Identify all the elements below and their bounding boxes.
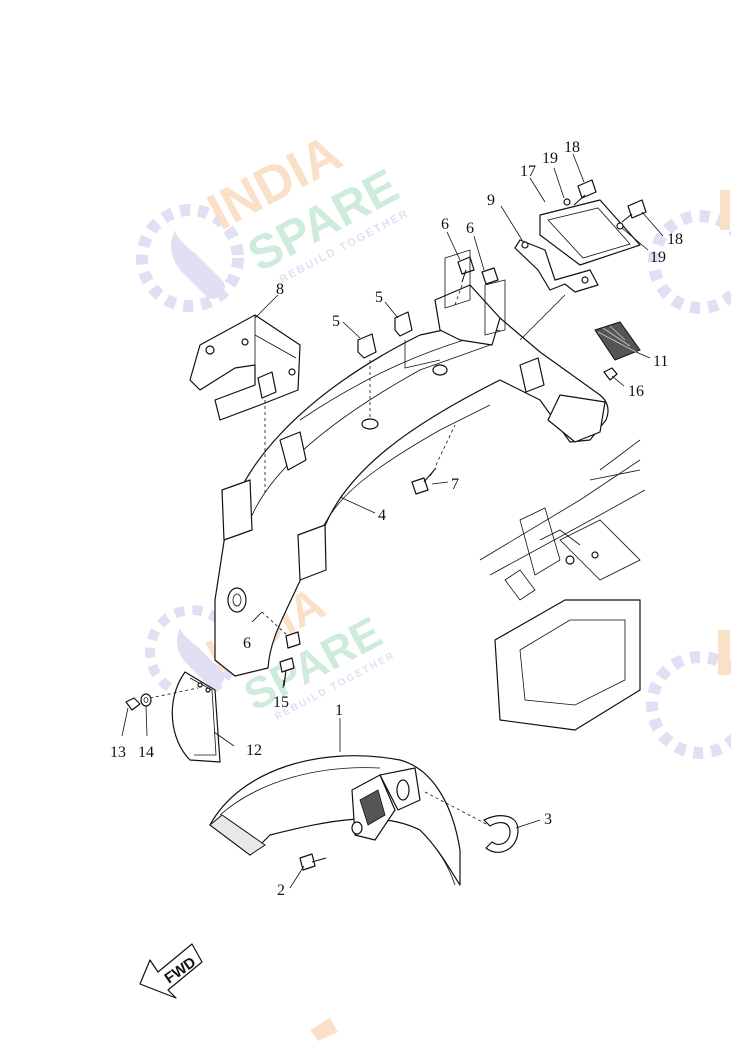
- callout-11: 11: [653, 353, 668, 370]
- bolt-18-upper: [563, 179, 597, 206]
- clip-5-left: [357, 333, 379, 430]
- bolt-18-right: [616, 199, 647, 230]
- callout-14: 14: [138, 744, 154, 761]
- callout-16: 16: [628, 383, 644, 400]
- front-fender: [209, 755, 461, 886]
- fwd-arrow-icon: FWD: [139, 943, 203, 999]
- callout-19-right: 19: [650, 249, 666, 266]
- callout-7: 7: [451, 476, 459, 493]
- callout-6-top-right: 6: [466, 220, 474, 237]
- plate-bracket-9: [514, 199, 641, 341]
- callout-1: 1: [335, 702, 343, 719]
- callout-9: 9: [487, 192, 495, 209]
- watermark-logo-top: INDIA SPARE REBUILD TOGETHER: [136, 124, 411, 312]
- callout-18-top: 18: [564, 139, 580, 156]
- callout-18-right: 18: [667, 231, 683, 248]
- rear-fender: [214, 284, 609, 677]
- callout-6-top-left: 6: [441, 216, 449, 233]
- callout-3: 3: [544, 811, 552, 828]
- callout-4: 4: [378, 507, 386, 524]
- bolt-7: [411, 424, 456, 495]
- bolt-6-lower: [261, 611, 301, 649]
- callout-19-top: 19: [542, 150, 558, 167]
- watermark-edge-marks: [310, 190, 731, 1041]
- reflector-11: [594, 321, 641, 361]
- mud-flap-12: [149, 671, 221, 763]
- callout-12: 12: [246, 742, 262, 759]
- callout-2: 2: [277, 882, 285, 899]
- callout-8: 8: [276, 281, 284, 298]
- callout-13: 13: [110, 744, 126, 761]
- bolt-6-pair: [444, 249, 506, 336]
- callout-5-right: 5: [375, 289, 383, 306]
- frame-inset: [479, 439, 646, 731]
- callout-15: 15: [273, 694, 289, 711]
- watermark-wrench-icon: [136, 204, 244, 312]
- washer-14: [140, 693, 152, 707]
- leader-lines: [121, 153, 664, 889]
- nut-16: [603, 367, 618, 381]
- clamp-3: [424, 791, 519, 853]
- bolt-15: [279, 657, 295, 687]
- callout-17: 17: [520, 163, 536, 180]
- nut-13: [125, 697, 141, 711]
- callout-5-left: 5: [332, 313, 340, 330]
- callouts: 1 2 3 4 5 5 6 6 6 7 8 9 11 12 13 14 15 1…: [110, 139, 683, 899]
- bracket-8: [189, 314, 301, 495]
- callout-6-lower: 6: [243, 635, 251, 652]
- clip-5-right: [394, 311, 448, 376]
- bolt-2: [299, 853, 327, 871]
